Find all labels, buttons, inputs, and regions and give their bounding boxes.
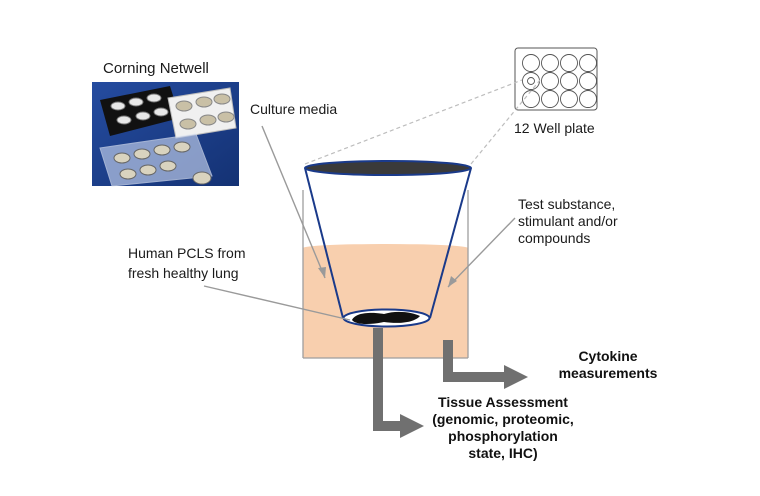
output-arrows <box>373 328 528 438</box>
test-substance-line-2: stimulant and/or <box>518 213 618 229</box>
test-substance-line-1: Test substance, <box>518 196 616 212</box>
well-walls <box>302 190 469 359</box>
pointer-lines <box>203 125 516 321</box>
cytokine-arrow <box>443 340 506 382</box>
tissue-line-3: phosphorylation <box>448 428 558 444</box>
media-surface <box>303 244 468 252</box>
tissue-arrowhead <box>400 414 424 438</box>
cytokine-line-1: Cytokine <box>578 348 638 364</box>
well-plate-label: 12 Well plate <box>514 120 595 136</box>
netwell-title: Corning Netwell <box>103 60 209 77</box>
cytokine-line-2: measurements <box>558 365 658 381</box>
pcls-line-2: fresh healthy lung <box>128 265 239 281</box>
tissue-line-4: state, IHC) <box>468 445 538 461</box>
tissue-assessment-arrow <box>373 328 402 431</box>
test-substance-line-3: compounds <box>518 230 591 246</box>
pcls-label: Human PCLS from fresh healthy lung <box>128 243 245 283</box>
zoom-lines <box>304 79 541 165</box>
tissue-line-1: Tissue Assessment <box>438 394 568 410</box>
tissue-line-2: (genomic, proteomic, <box>432 411 574 427</box>
pcls-line-1: Human PCLS from <box>128 245 246 261</box>
culture-media-label: Culture media <box>250 101 338 117</box>
netwell-photo <box>92 82 239 187</box>
test-substance-label: Test substance, stimulant and/or compoun… <box>518 196 618 247</box>
cytokine-arrowhead <box>504 365 528 389</box>
tissue-assessment-label: Tissue Assessment (genomic, proteomic, p… <box>428 394 578 462</box>
netwell-insert <box>304 160 472 328</box>
cytokine-label: Cytokine measurements <box>533 348 683 382</box>
tissue-slice <box>352 311 420 325</box>
well-plate-icon <box>514 47 598 111</box>
